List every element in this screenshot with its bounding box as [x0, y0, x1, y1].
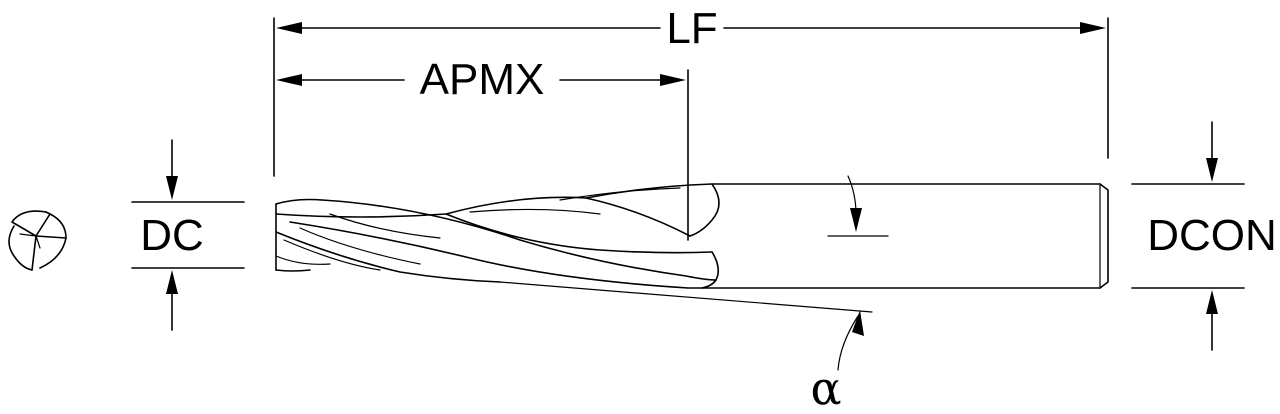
- lf-arrow-left: [276, 22, 302, 34]
- end-mill-body: [275, 183, 1109, 289]
- dc-dimension: DC: [131, 139, 245, 331]
- centerline-arrow: [850, 208, 862, 232]
- end-view-icon: [8, 210, 67, 271]
- dc-arrow-bottom: [166, 270, 178, 294]
- lf-label: LF: [666, 4, 717, 53]
- alpha-label: α: [810, 361, 841, 414]
- apmx-dimension: APMX: [276, 55, 689, 241]
- dc-arrow-top: [166, 176, 178, 200]
- dc-label: DC: [140, 211, 204, 260]
- dcon-arrow-bottom: [1206, 290, 1218, 314]
- alpha-arrow: [852, 310, 864, 336]
- dcon-dimension: DCON: [1131, 121, 1277, 351]
- dcon-label: DCON: [1147, 211, 1277, 260]
- dcon-arrow-top: [1206, 158, 1218, 182]
- apmx-label: APMX: [420, 55, 545, 104]
- apmx-arrow-right: [660, 74, 686, 86]
- lf-arrow-right: [1080, 22, 1106, 34]
- lf-dimension: LF: [273, 4, 1109, 177]
- alpha-angle: α: [499, 175, 889, 414]
- apmx-arrow-left: [276, 74, 302, 86]
- alpha-reference-line: [499, 281, 873, 313]
